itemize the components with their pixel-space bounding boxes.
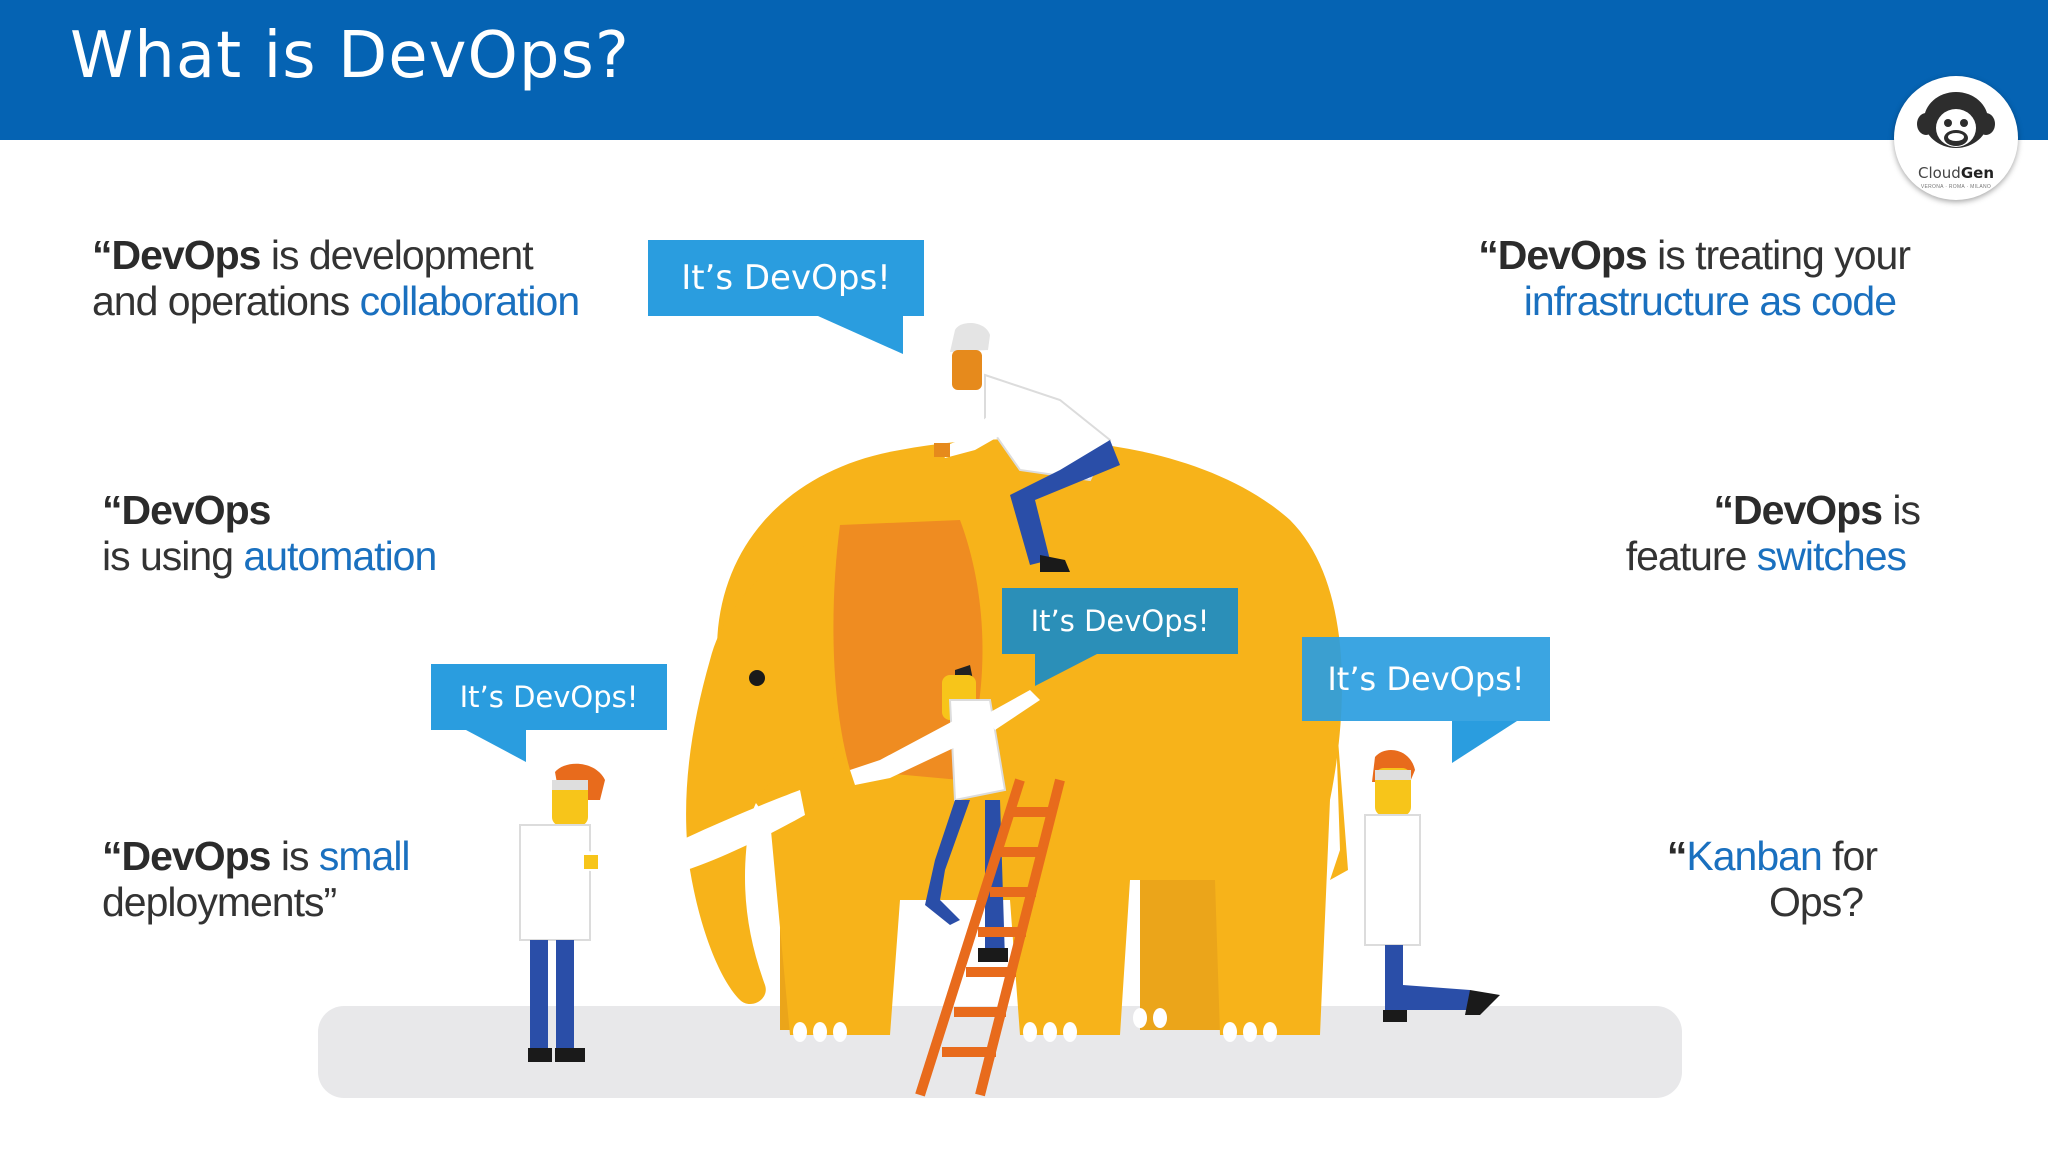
speech-bubble-right: It’s DevOps! [1302,637,1550,763]
quote-infrastructure-as-code: “DevOps is treating your infrastructure … [1478,232,1911,324]
logo-tagline: VERONA · ROMA · MILANO [1920,184,1992,190]
bubble-text: It’s DevOps! [459,680,639,714]
bubble-text: It’s DevOps! [1030,604,1210,638]
ladder [915,778,1065,1097]
person-right [1364,750,1500,1022]
person-left [519,763,640,1062]
quote-collaboration: “DevOps is development and operations co… [92,232,580,324]
speech-bubble-middle: It’s DevOps! [1002,588,1238,686]
elephant-eye [749,670,765,686]
quote-kanban-for-ops: “Kanban for Ops? [1666,833,1878,925]
bubble-text: It’s DevOps! [1327,660,1525,698]
speech-bubble-left: It’s DevOps! [431,664,667,762]
quote-automation: “DevOps is using automation [102,487,437,579]
bubble-text: It’s DevOps! [681,258,891,298]
speech-bubble-top: It’s DevOps! [648,240,924,354]
ground-platform [318,1006,1682,1098]
quote-feature-switches: “DevOps is feature switches [1625,487,1921,579]
person-top [934,323,1120,572]
person-ladder [850,665,1040,962]
slide-title: What is DevOps? [70,19,630,93]
monkey-face-icon [1917,92,1995,148]
logo-wordmark: CloudGen [1917,164,1995,182]
elephant-tusk [640,790,805,880]
quote-small-deployments: “DevOps is small deployments” [102,833,411,925]
title-bar [0,0,2048,140]
cloudgen-logo: CloudGen VERONA · ROMA · MILANO [1894,76,2018,200]
